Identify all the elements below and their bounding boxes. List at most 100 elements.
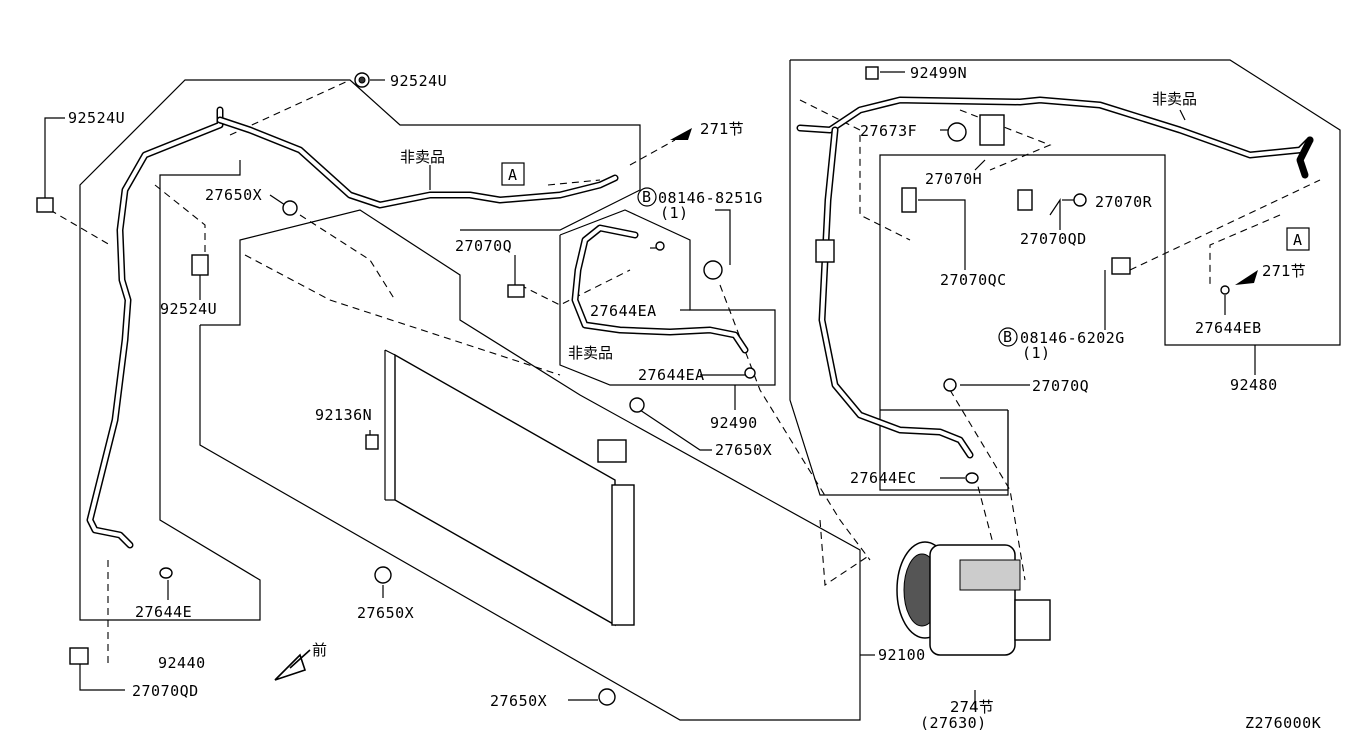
leader — [244, 254, 561, 376]
label-92100: 92100 — [878, 646, 926, 664]
arrow-front-shaft — [289, 649, 311, 669]
leader — [799, 99, 911, 241]
clip-92524U-mid — [191, 254, 209, 276]
condenser-bracket — [597, 439, 627, 463]
ref-box-a1 — [501, 162, 525, 186]
leader — [44, 117, 65, 200]
grommet-27650X-b — [629, 397, 645, 413]
hose-92490-inner — [573, 226, 747, 352]
pipe-92440-inner — [88, 108, 222, 547]
label-271-b: 271节 — [1262, 262, 1306, 280]
group-outline-92490 — [559, 209, 776, 386]
valve-27070H — [979, 114, 1005, 146]
label-08146-8251G: 08146-8251G — [658, 189, 763, 207]
bolt-b-circle-2 — [998, 327, 1018, 347]
hose-right-long-inner — [820, 128, 972, 457]
leader — [629, 139, 676, 166]
label-27644EC: 27644EC — [850, 469, 917, 487]
oring-27644EC — [965, 472, 979, 484]
leader — [715, 209, 731, 265]
bolt-08146-8251G — [703, 260, 723, 280]
label-92480: 92480 — [1230, 376, 1278, 394]
label-274: 274节 — [950, 698, 994, 716]
leader — [639, 409, 712, 451]
label-27070Q-b: 27070Q — [1032, 377, 1089, 395]
grommet-27650X-a — [282, 200, 298, 216]
label-92524U-left: 92524U — [68, 109, 125, 127]
oring-27644EB — [1220, 285, 1230, 295]
leader — [918, 199, 966, 270]
label-27070QC: 27070QC — [940, 271, 1007, 289]
label-92440: 92440 — [158, 654, 206, 672]
label-92490: 92490 — [710, 414, 758, 432]
label-27070QD-a: 27070QD — [132, 682, 199, 700]
leader — [269, 194, 286, 206]
label-27650X-b: 27650X — [715, 441, 772, 459]
clip-92524U-left — [36, 197, 54, 213]
leader — [154, 184, 206, 260]
bracket-92136N — [365, 434, 379, 450]
label-27070R: 27070R — [1095, 193, 1153, 211]
leader — [974, 474, 1001, 571]
ref-box-a2 — [1286, 227, 1310, 251]
label-271-a: 271节 — [700, 120, 744, 138]
label-fei-c: 非卖品 — [1152, 90, 1197, 108]
group-outline-92100 — [199, 209, 861, 721]
label-fei-a: 非卖品 — [400, 148, 445, 166]
label-27644E: 27644E — [135, 603, 192, 621]
diagram-id: Z276000K — [1245, 714, 1321, 732]
oring-27644EA-b — [744, 367, 756, 379]
arrow-front — [274, 653, 307, 681]
leader — [719, 284, 871, 561]
leader — [519, 269, 631, 306]
clip-92524U-top — [354, 72, 370, 88]
valve-27673F — [947, 122, 967, 142]
label-27644EA-b: 27644EA — [638, 366, 705, 384]
condenser-edge — [384, 349, 396, 356]
leader — [1179, 109, 1186, 121]
label-27644EA-a: 27644EA — [590, 302, 657, 320]
hose-92480-inner — [798, 98, 1312, 157]
label-bolt-b1: B — [642, 188, 652, 206]
group-outline-92440 — [79, 79, 641, 621]
label-92499N: 92499N — [910, 64, 967, 82]
leader — [1129, 179, 1321, 271]
cap-92499N — [865, 66, 879, 80]
leader — [974, 159, 986, 171]
leader — [299, 214, 396, 301]
label-bolt-b2: B — [1003, 328, 1013, 346]
label-92524U-top: 92524U — [390, 72, 447, 90]
label-27630: (27630) — [920, 714, 987, 732]
bolt-08146-6202G — [1111, 257, 1131, 275]
arrow-271-b — [1235, 270, 1258, 285]
bolt-27070QD-b — [1017, 189, 1033, 211]
bolt-27070QD-a — [69, 647, 89, 665]
compressor — [896, 541, 1051, 656]
bolt-27070Q-a — [507, 284, 525, 298]
leader — [229, 79, 351, 136]
oring-27644E — [159, 567, 173, 579]
condenser-tank — [611, 484, 635, 626]
oring-27644EA-a — [655, 241, 665, 251]
leader — [1209, 214, 1281, 285]
group-outline-left-edge — [789, 60, 1009, 496]
label-27070Q-a: 27070Q — [455, 237, 512, 255]
grommet-27650X-c — [374, 566, 392, 584]
label-27650X-c: 27650X — [357, 604, 414, 622]
label-27673F: 27673F — [860, 122, 917, 140]
label-front: 前 — [312, 641, 327, 659]
label-27070H: 27070H — [925, 170, 982, 188]
nut-27070R — [1073, 193, 1087, 207]
leader — [1049, 198, 1061, 230]
label-08146-6202G: 08146-6202G — [1020, 329, 1125, 347]
leader — [79, 660, 125, 691]
label-08146-8251G-qty: (1) — [660, 204, 689, 222]
hose-sleeve — [815, 239, 835, 263]
hose-92480-end — [1296, 136, 1314, 179]
leader — [949, 389, 1026, 581]
label-fei-b: 非卖品 — [568, 344, 613, 362]
label-27650X-d: 27650X — [490, 692, 547, 710]
leader — [547, 179, 601, 186]
label-ref-a2: A — [1293, 231, 1303, 249]
